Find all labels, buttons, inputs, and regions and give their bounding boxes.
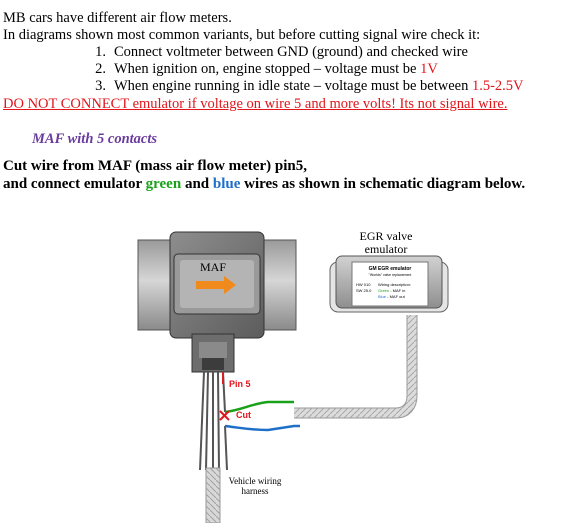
blue-wire-word: blue <box>212 176 241 192</box>
instruction-line-2: and connect emulator green and blue wire… <box>3 176 525 193</box>
voltage-value: 1V <box>420 61 438 77</box>
device-desc-2: Green - MAF in <box>378 288 405 293</box>
harness-label-2: harness <box>242 486 269 496</box>
instruction-text: and <box>181 176 213 192</box>
green-wire-word: green <box>145 176 182 192</box>
device-maf-in: - MAF in <box>389 288 405 293</box>
egr-emulator-device: GM EGR emulator "Worlds" valve replaceme… <box>329 255 449 313</box>
egr-title-line-1: EGR valve <box>360 229 413 243</box>
device-subtitle: "Worlds" valve replacement <box>369 273 412 277</box>
voltage-range: 1.5-2.5V <box>471 78 524 94</box>
pin5-label: Pin 5 <box>229 379 251 389</box>
emulator-cable <box>294 315 417 418</box>
device-sw: SW 25.0 <box>356 288 372 293</box>
airflow-arrow-icon <box>196 276 236 294</box>
step-item: 2. When ignition on, engine stopped – vol… <box>82 61 524 78</box>
maf-label: MAF <box>200 260 226 274</box>
device-desc-3: Blue - MAF out <box>378 294 406 299</box>
device-desc-1: Wiring description: <box>378 282 411 287</box>
device-green: Green <box>378 288 389 293</box>
step-text: When engine running in idle state – volt… <box>114 78 472 94</box>
harness-label-1: Vehicle wiring <box>229 476 282 486</box>
emulator-cable-outline <box>294 315 418 419</box>
egr-title-line-2: emulator <box>365 242 408 256</box>
step-number: 2. <box>95 61 106 77</box>
warning-text: DO NOT CONNECT emulator if voltage on wi… <box>3 96 508 112</box>
maf-wires <box>199 371 300 471</box>
step-text: When ignition on, engine stopped – volta… <box>114 61 421 77</box>
cut-label: Cut <box>236 410 251 420</box>
step-number: 3. <box>95 78 106 94</box>
maf-sensor: MAF <box>137 231 297 373</box>
device-title: GM EGR emulator <box>369 266 412 272</box>
cut-mark-icon <box>219 410 230 421</box>
step-text: Connect voltmeter between GND (ground) a… <box>114 44 468 60</box>
step-item: 3. When engine running in idle state – vo… <box>82 78 524 95</box>
device-blue: Blue <box>378 294 387 299</box>
vehicle-harness <box>205 467 221 523</box>
intro-line-2: In diagrams shown most common variants, … <box>3 27 481 43</box>
device-hw: HW 010 <box>356 282 371 287</box>
instruction-text: and connect emulator <box>3 176 146 192</box>
intro-line-1: MB cars have different air flow meters. <box>3 10 232 26</box>
section-title: MAF with 5 contacts <box>32 131 158 147</box>
instruction-text: wires as shown in schematic diagram belo… <box>240 176 526 192</box>
check-steps-list: 1. Connect voltmeter between GND (ground)… <box>82 44 524 95</box>
device-maf-out: - MAF out <box>386 294 406 299</box>
step-number: 1. <box>95 44 106 60</box>
step-item: 1. Connect voltmeter between GND (ground)… <box>82 44 524 61</box>
instruction-line-1: Cut wire from MAF (mass air flow meter) … <box>3 158 307 174</box>
